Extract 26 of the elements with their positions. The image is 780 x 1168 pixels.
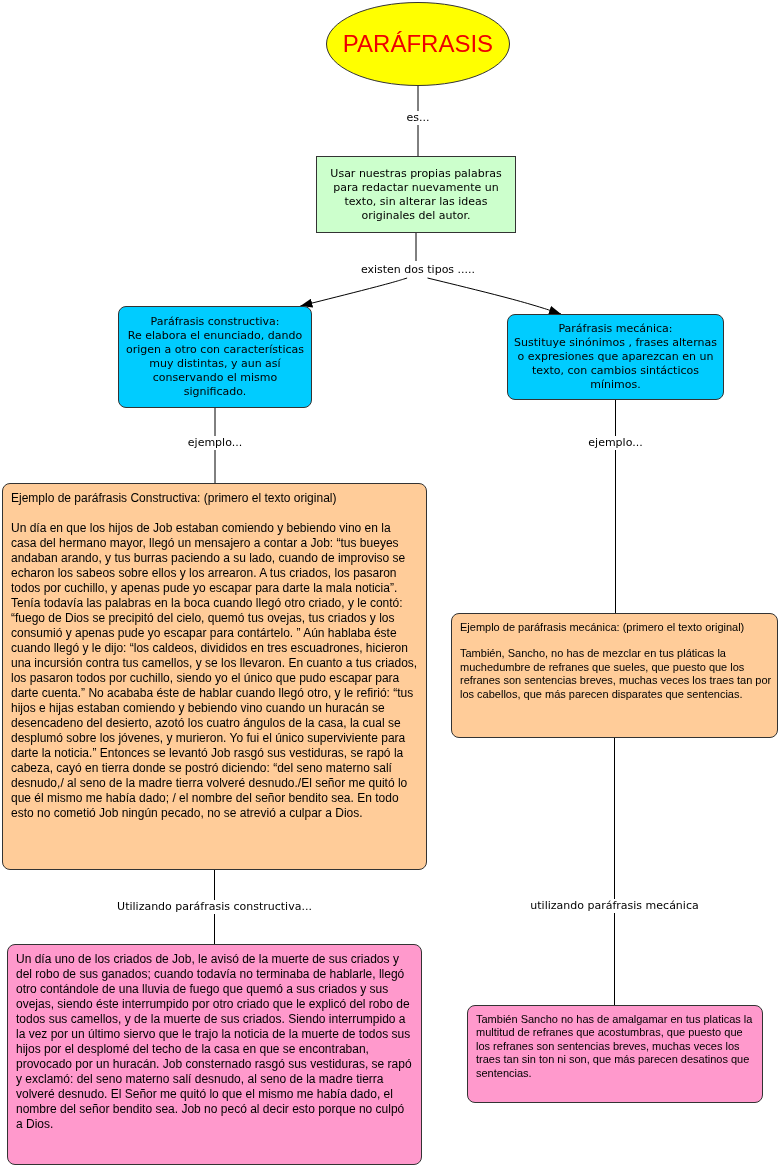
arrow xyxy=(427,277,562,315)
concept-box xyxy=(507,314,724,400)
box-heading: Ejemplo de paráfrasis Constructiva: (primero el texto original) xyxy=(11,491,338,506)
box-heading: Paráfrasis constructiva: xyxy=(149,315,281,329)
box-text: Sustituye sinónimos , frases alternas o expresiones que aparezcan en un texto, con cambios sintácticos mínimos. xyxy=(513,336,718,392)
box-heading: Paráfrasis mecánica: xyxy=(557,322,674,336)
linking-phrase: existen dos tipos ..... xyxy=(350,261,486,278)
arrow xyxy=(299,277,408,308)
concept-box xyxy=(451,613,778,738)
connector-line xyxy=(415,232,417,262)
box-text: Un día uno de los criados de Job, le avisó de la muerte de sus criados y del robo de sus ganados; cuando todavía no terminaba de hablarle, llegó otro contándole de una lluvia de fuego que quemó a sus criados y sus ovejas, siendo éste interrumpido por otro criado que le explicó del robo de todos sus camellos, y de la muerte de sus criados. Siendo interrumpido a la vez por un último siervo que le trajo la noticia de la muerte de todos sus hijos por el desplomé del techo de la casa en que se encontraban, provocado por un huracán. Job consternado rasgó sus vestiduras, se rapó y exclamó: del seno materno salí desnudo, al seno de la madre tierra volveré desnudo. El Señor me quitó lo que el mismo me había dado, el nombre del señor bendito sea. Job no pecó al decir esto porque no culpó a Dios. xyxy=(16,952,413,1132)
oval-title: PARÁFRASIS xyxy=(342,30,494,58)
box-heading: Ejemplo de paráfrasis mecánica: (primero el texto original) xyxy=(460,621,746,635)
box-text: Usar nuestras propias palabras para redactar nuevamente un texto, sin alterar las ideas originales del autor. xyxy=(329,166,503,223)
concept-oval xyxy=(326,2,510,86)
box-text: Un día en que los hijos de Job estaban comiendo y bebiendo vino en la casa del hermano mayor, llegó un mensajero a contar a Job: “tus bueyes andaban arando, y tus burras paciendo a su lado, cuando de improviso se echaron los sabeos sobre ellos y los arrearon. A tus criados, los pasaron todos por cuchillo, y apenas pude yo escapar para darte la mala noticia”. Tenía todavía las palabras en la boca cuando llegó otro criado, y le contó: “fuego de Dios se precipitó del cielo, quemó tus ovejas, tus criados y los consumió y apenas pude yo escapar para contártelo. ” Aún hablaba éste cuando llegó y le dijo: “los caldeos, divididos en tres escuadrones, hicieron una incursión contra tus camellos, y se los llevaron. En cuanto a tus criados, los pasaron todos por cuchillo, siendo yo el único que pudo escapar para darte cuenta.” No acababa éste de hablar cuando llegó otro, y le refirió: “tus hijos e hijas estaban comiendo y bebiendo vino cuando un huracán se desencadeno del desierto, azotó los cuatro ángulos de la casa, la cual se desplumó sobre los jóvenes, y murieron. Yo fui el único superviviente para darte la noticia.” Entonces se levantó Job rasgó sus vestiduras, se rapó la cabeza, cayó en tierra donde se postró diciendo: “del seno materno salí desnudo,/ al seno de la madre tierra volveré desnudo./El señor me quitó lo que él mismo me había dado; / el nombre del señor bendito sea. En todo esto no cometió Job ningún pecado, no se atrevió a culpar a Dios. xyxy=(11,521,418,821)
box-text: También, Sancho, no has de mezclar en tus pláticas la muchedumbre de refranes que sueles, que puesto que los refranes son sentencias breves, muchas veces los traes tan por los cabellos, que más parecen disparates que sentencias. xyxy=(460,647,772,702)
box-text: Re elabora el enunciado, dando origen a otro con características muy distintas, y aun así conservando el mismo significado. xyxy=(125,329,305,399)
concept-box xyxy=(7,944,422,1165)
connector-line xyxy=(614,737,615,1006)
concept-box xyxy=(2,483,427,870)
concept-box xyxy=(118,306,312,408)
concept-box xyxy=(316,156,516,233)
box-text: También Sancho no has de amalgamar en tus platicas la multitud de refranes que acostumbras, que puesto que los refranes son sentencias breves, muchas veces los traes tan sin ton ni son, que más parecen desatinos que sentencias. xyxy=(476,1013,754,1081)
concept-box xyxy=(467,1005,763,1103)
connector-line xyxy=(615,399,616,614)
